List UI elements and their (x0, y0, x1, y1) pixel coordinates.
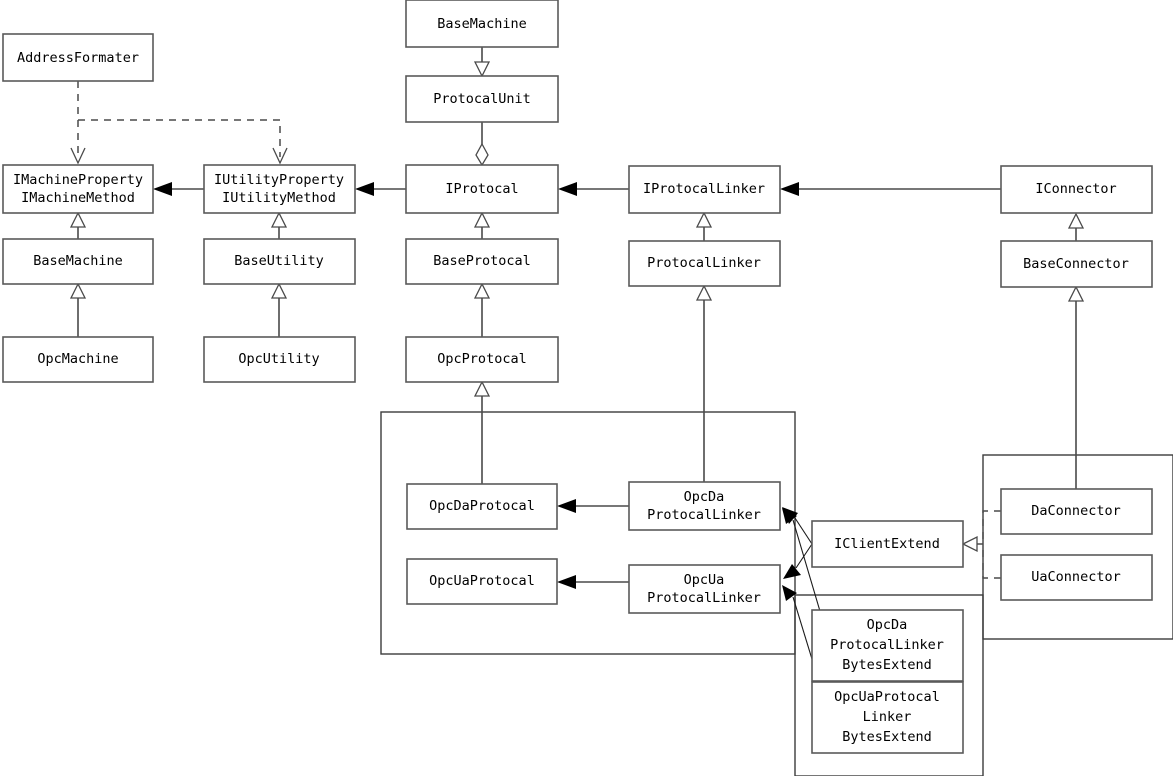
node-iutilityproperty[interactable]: IUtilityProperty IUtilityMethod (203, 164, 356, 214)
edge-iutilityproperty-imachineproperty (153, 182, 204, 196)
node-protocallinker[interactable]: ProtocalLinker (628, 240, 781, 287)
node-iclientextend[interactable]: IClientExtend (811, 520, 964, 568)
edge-iclientextend-opcuaprotocallinker (783, 543, 813, 579)
edge-baseconnector-iconnector (1067, 212, 1085, 241)
node-baseprotocal[interactable]: BaseProtocal (405, 238, 559, 285)
node-label-opcutility: OpcUtility (238, 351, 319, 367)
node-label-iclientextend: IClientExtend (834, 536, 940, 552)
node-baseutility[interactable]: BaseUtility (203, 238, 356, 285)
group-bytes-extend-group (794, 594, 984, 776)
node-label-opcuaprotocallinkerbytes-line3: BytesExtend (842, 729, 931, 745)
node-label-daconnector: DaConnector (1031, 503, 1120, 519)
node-label-opcuaprotocallinkerbytes-line2: Linker (863, 709, 912, 725)
node-daconnector[interactable]: DaConnector (1000, 488, 1153, 535)
edge-opcdaprotocal-opcprotocal (473, 380, 491, 484)
node-iconnector[interactable]: IConnector (1000, 165, 1153, 214)
edge-basemachine-imachineproperty (69, 211, 87, 239)
node-label-opcuaprotocallinker-line1: OpcUa (684, 572, 725, 588)
edge-addressformater-imachineproperty (70, 81, 86, 165)
node-label-opcuaprotocallinkerbytes-line1: OpcUaProtocal (834, 689, 940, 705)
node-label-iprotocallinker: IProtocalLinker (643, 181, 765, 197)
node-iprotocal[interactable]: IProtocal (405, 164, 559, 214)
node-label-opcdaprotocallinkerbytes-line2: ProtocalLinker (830, 637, 944, 653)
node-imachineproperty[interactable]: IMachineProperty IMachineMethod (2, 164, 154, 214)
node-opcprotocal[interactable]: OpcProtocal (405, 336, 559, 383)
node-label-opcuaprotocal: OpcUaProtocal (429, 573, 535, 589)
node-label-basemachine-top: BaseMachine (437, 16, 526, 32)
edge-opcmachine-basemachine (69, 282, 87, 337)
node-label-protocallinker: ProtocalLinker (647, 255, 761, 271)
group-containers (380, 411, 1173, 776)
node-label-iutilityproperty-line1: IUtilityProperty (214, 172, 344, 188)
node-label-opcdaprotocallinker-line2: ProtocalLinker (647, 507, 761, 523)
node-opcmachine[interactable]: OpcMachine (2, 336, 154, 383)
edge-iconnector-iprotocallinker (780, 182, 1001, 196)
node-label-baseconnector: BaseConnector (1023, 256, 1129, 272)
node-baseconnector[interactable]: BaseConnector (1000, 240, 1153, 288)
node-label-addressformater: AddressFormater (17, 50, 139, 66)
node-opcdaprotocallinker[interactable]: OpcDa ProtocalLinker (628, 481, 781, 531)
edge-opcutility-baseutility (270, 282, 288, 337)
node-label-iutilityproperty-line2: IUtilityMethod (222, 190, 336, 206)
node-label-imachineproperty-line2: IMachineMethod (21, 190, 135, 206)
node-opcuaprotocal[interactable]: OpcUaProtocal (406, 558, 558, 605)
edge-opcdaprotocallinker-opcdaprotocal (557, 499, 629, 513)
node-label-protocalunit: ProtocalUnit (433, 91, 531, 107)
node-label-opcmachine: OpcMachine (37, 351, 118, 367)
node-label-imachineproperty-line1: IMachineProperty (13, 172, 143, 188)
edge-addressformater-iutilityproperty (78, 119, 288, 165)
edges-layer (69, 47, 1085, 719)
edge-opcuaprotocallinker-opcuaprotocal (557, 575, 629, 589)
node-protocalunit[interactable]: ProtocalUnit (405, 75, 559, 123)
node-label-baseutility: BaseUtility (234, 253, 323, 269)
node-opcuaprotocallinker[interactable]: OpcUa ProtocalLinker (628, 564, 781, 614)
group-opc-protocal-group (380, 411, 796, 655)
node-label-basemachine: BaseMachine (33, 253, 122, 269)
node-basemachine-top[interactable]: BaseMachine (405, 0, 559, 48)
edge-protocallinker-iprotocallinker (695, 211, 713, 241)
node-label-opcdaprotocallinkerbytes-line3: BytesExtend (842, 657, 931, 673)
node-opcdaprotocal[interactable]: OpcDaProtocal (406, 483, 558, 530)
node-uaconnector[interactable]: UaConnector (1000, 554, 1153, 601)
node-label-opcprotocal: OpcProtocal (437, 351, 526, 367)
edge-opcdaprotocallinker-protocallinker (695, 284, 713, 482)
edge-basemachinetop-protocalunit (473, 47, 491, 78)
node-label-opcuaprotocallinker-line2: ProtocalLinker (647, 590, 761, 606)
node-opcuaprotocallinkerbytesextend[interactable]: OpcUaProtocal Linker BytesExtend (811, 681, 964, 754)
node-label-baseprotocal: BaseProtocal (433, 253, 531, 269)
node-label-iprotocal: IProtocal (445, 181, 518, 197)
node-opcdaprotocallinkerbytesextend[interactable]: OpcDa ProtocalLinker BytesExtend (811, 609, 964, 682)
edge-connectors-iclientextend (961, 510, 1001, 579)
node-iprotocallinker[interactable]: IProtocalLinker (628, 165, 781, 214)
edge-baseutility-iutilityproperty (270, 211, 288, 239)
edge-daconnector-baseconnector (1067, 285, 1085, 489)
node-label-iconnector: IConnector (1035, 181, 1116, 197)
node-addressformater[interactable]: AddressFormater (2, 33, 154, 82)
node-basemachine[interactable]: BaseMachine (2, 238, 154, 285)
group-connector-group (982, 454, 1173, 640)
node-opcutility[interactable]: OpcUtility (203, 336, 356, 383)
edge-protocalunit-iprotocal (475, 122, 489, 167)
node-label-opcdaprotocallinkerbytes-line1: OpcDa (867, 617, 908, 633)
node-label-opcdaprotocallinker-line1: OpcDa (684, 489, 725, 505)
node-label-uaconnector: UaConnector (1031, 569, 1120, 585)
edge-baseprotocal-iprotocal (473, 211, 491, 239)
nodes-layer: AddressFormater BaseMachine ProtocalUnit… (2, 0, 1153, 754)
edge-iprotocal-iutilityproperty (355, 182, 406, 196)
node-label-opcdaprotocal: OpcDaProtocal (429, 498, 535, 514)
edge-iprotocallinker-iprotocal (558, 182, 629, 196)
edge-opcprotocal-baseprotocal (473, 282, 491, 337)
